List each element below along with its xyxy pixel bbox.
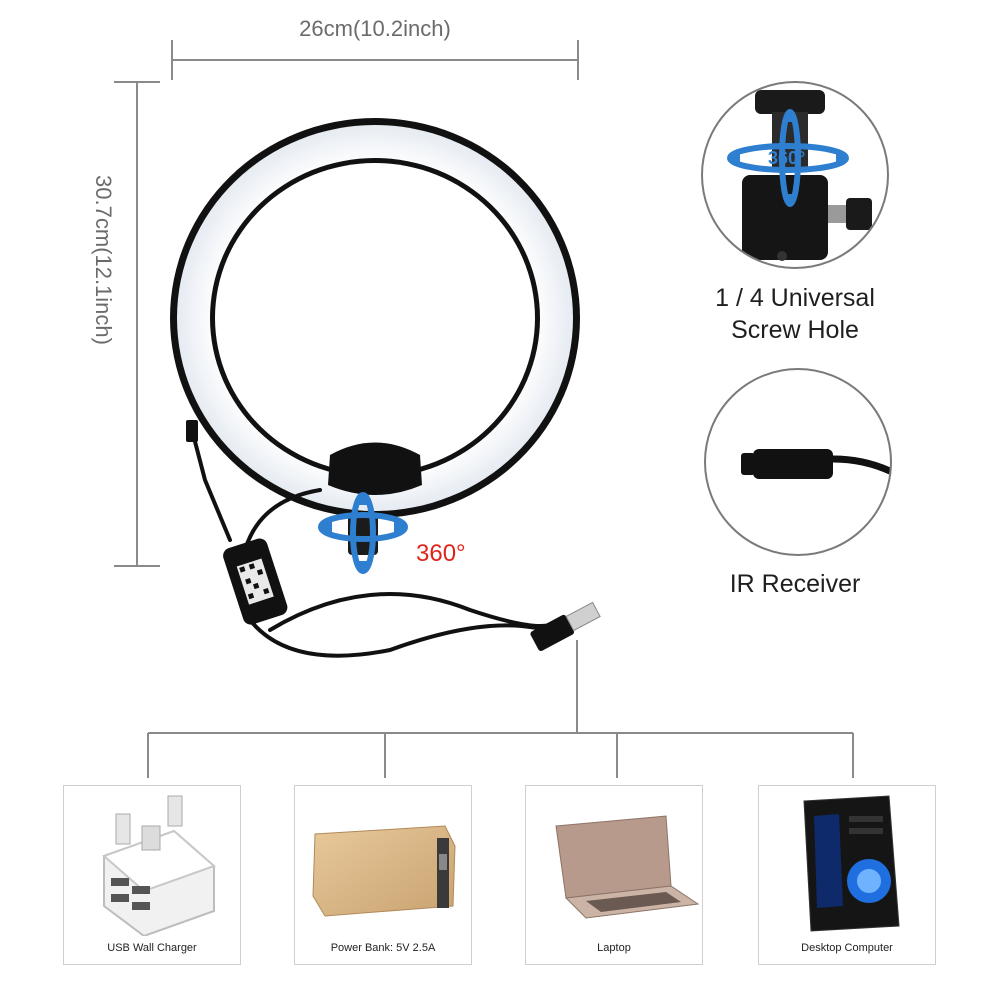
device-card-laptop: Laptop <box>525 785 703 965</box>
screw-hole-badge: 360° <box>768 148 806 168</box>
power-bank-icon <box>312 825 456 917</box>
device-caption: Laptop <box>597 942 631 954</box>
device-card-usb-wall-charger: USB Wall Charger <box>63 785 241 965</box>
controller-box <box>223 538 288 625</box>
usb-cable <box>186 420 601 658</box>
desktop-computer-icon <box>803 795 900 932</box>
ir-receiver-illustration <box>704 368 892 556</box>
laptop-icon <box>555 815 700 919</box>
ir-receiver-label: IR Receiver <box>729 570 861 598</box>
screw-hole-callout: 360° <box>700 80 890 270</box>
usb-plug-icon <box>530 601 601 651</box>
device-caption: Desktop Computer <box>801 942 893 954</box>
device-caption: USB Wall Charger <box>107 942 197 954</box>
ring-light <box>170 118 580 574</box>
height-dimension-label: 30.7cm(12.1inch) <box>91 175 116 345</box>
screw-hole-illustration <box>701 81 889 269</box>
wall-charger-icon <box>102 795 216 936</box>
screw-hole-label: 1 / 4 Universal Screw Hole <box>680 282 910 346</box>
device-card-desktop-computer: Desktop Computer <box>758 785 936 965</box>
device-caption: Power Bank: 5V 2.5A <box>330 942 436 954</box>
screw-hole-label-line1: 1 / 4 Universal <box>715 284 875 312</box>
ir-receiver-callout <box>703 367 893 557</box>
rotation-degree-label: 360° <box>416 540 466 567</box>
width-dimension-label: 26cm(10.2inch) <box>299 16 451 41</box>
screw-hole-label-line2: Screw Hole <box>731 316 859 344</box>
device-card-power-bank: Power Bank: 5V 2.5A <box>294 785 472 965</box>
